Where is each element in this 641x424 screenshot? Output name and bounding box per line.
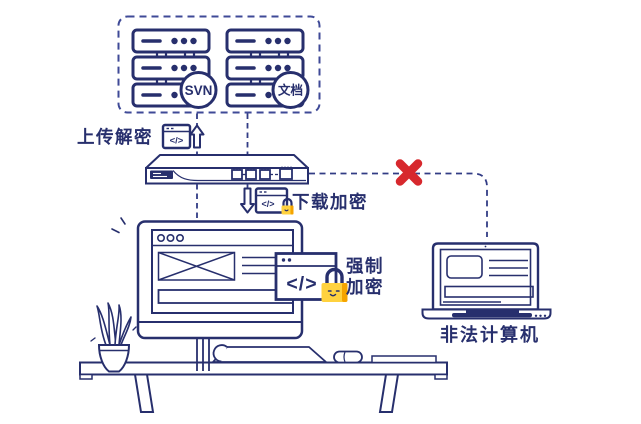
desk-leg-left <box>133 373 155 413</box>
image-placeholder <box>157 251 236 281</box>
docs-badge-label: 文档 <box>278 83 303 98</box>
docs-badge: 文档 <box>271 71 310 109</box>
force-encrypt-label-line2: 加密 <box>346 277 384 297</box>
desk-tray <box>371 355 437 364</box>
sparkle-marks <box>111 217 126 234</box>
dashed-links-top <box>196 113 249 156</box>
illegal-laptop <box>421 242 552 320</box>
upload-code-file-icon: </> <box>161 123 192 150</box>
mouse <box>333 350 363 364</box>
plant <box>90 302 137 373</box>
keyboard <box>212 344 327 363</box>
svn-badge: SVN <box>179 71 218 109</box>
browser-window-dots <box>157 234 185 243</box>
desk <box>79 361 448 413</box>
small-lock-icon <box>281 197 294 215</box>
desk-leg-right <box>378 373 400 413</box>
upload-decrypt-label: 上传解密 <box>77 127 153 147</box>
blocked-cross-icon <box>395 159 423 186</box>
download-code-file-icon: </> <box>254 187 294 215</box>
force-code-glyph: </> <box>286 273 317 295</box>
upload-arrow-icon <box>189 124 205 149</box>
force-encrypt-file-icon: </> <box>274 252 348 302</box>
upload-code-glyph: </> <box>170 136 184 147</box>
force-encrypt-label-line1: 强制 <box>346 256 384 276</box>
download-code-glyph: </> <box>261 199 274 209</box>
big-lock-icon <box>321 267 348 302</box>
download-arrow-icon <box>240 187 255 214</box>
gateway-device <box>145 154 309 185</box>
force-encrypt-label: 强制 加密 <box>346 256 384 298</box>
dashed-links-bottom <box>196 184 249 221</box>
gateway-ports <box>231 166 293 180</box>
download-encrypt-label: 下载加密 <box>292 192 368 212</box>
monitor-screen <box>151 229 294 314</box>
illegal-computer-label: 非法计算机 <box>440 325 540 345</box>
gateway-logo <box>150 170 173 179</box>
svn-badge-label: SVN <box>185 83 213 98</box>
